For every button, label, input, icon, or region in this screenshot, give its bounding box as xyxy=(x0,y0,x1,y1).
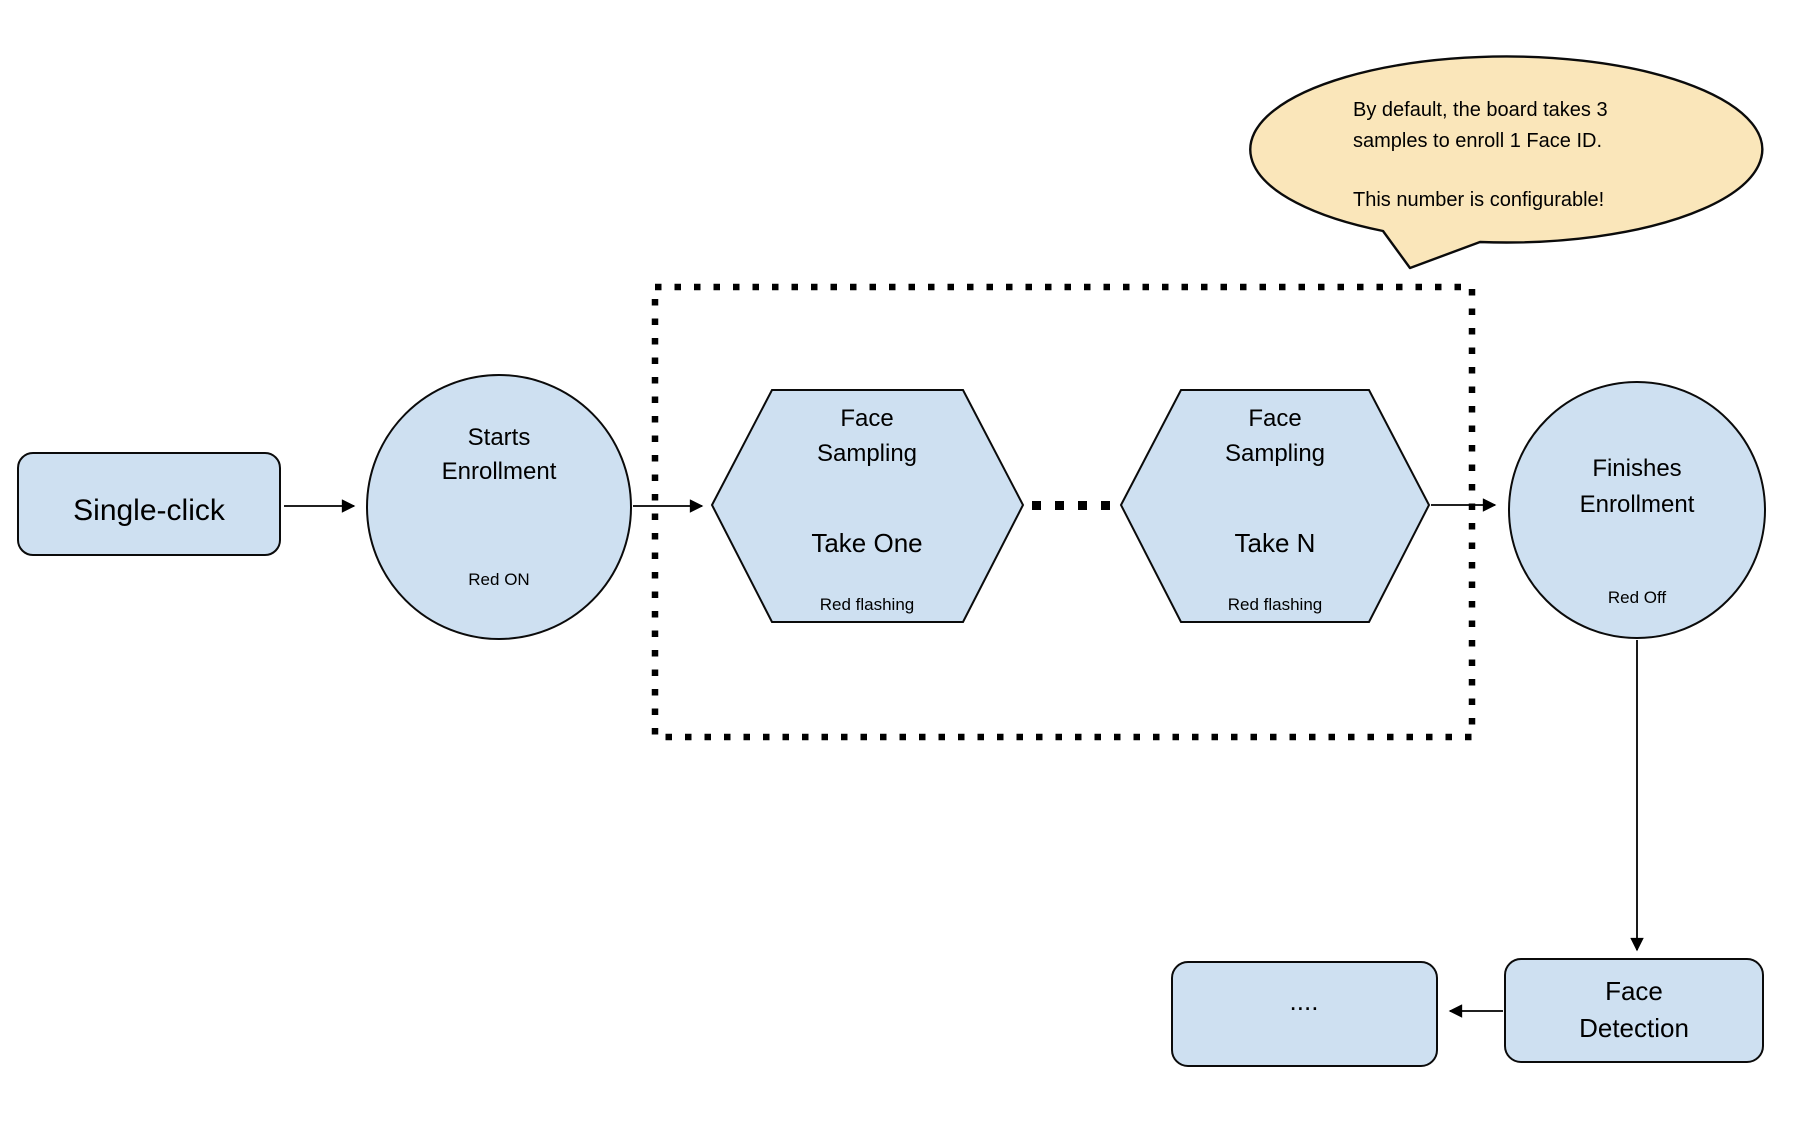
face-sampling-one-title-line2: Sampling xyxy=(817,440,917,467)
node-single-click: Single-click xyxy=(17,452,281,556)
starts-enrollment-title-line2: Enrollment xyxy=(442,458,557,485)
face-sampling-n-title-line2: Sampling xyxy=(1225,440,1325,467)
finishes-enrollment-title-line2: Enrollment xyxy=(1580,491,1695,518)
face-sampling-one-title-line1: Face xyxy=(840,405,893,432)
repetition-dots xyxy=(1032,501,1110,510)
repetition-dot xyxy=(1032,501,1041,510)
face-detection-box xyxy=(1504,958,1764,1063)
face-sampling-n-take-label: Take N xyxy=(1235,528,1316,558)
node-finishes-enrollment: Finishes Enrollment Red Off xyxy=(1508,381,1766,639)
node-continuation: .... xyxy=(1171,961,1438,1067)
node-face-sampling-take-n: Face Sampling Take N Red flashing xyxy=(1119,389,1431,623)
starts-enrollment-title-line1: Starts xyxy=(468,424,531,451)
face-sampling-one-hexagon xyxy=(710,389,1025,623)
callout-text-line2: samples to enroll 1 Face ID. xyxy=(1353,130,1602,152)
face-sampling-one-take-label: Take One xyxy=(811,528,922,558)
face-sampling-n-status: Red flashing xyxy=(1228,595,1323,614)
repetition-dot xyxy=(1078,501,1087,510)
callout-text-line3: This number is configurable! xyxy=(1353,189,1604,211)
callout-text-line1: By default, the board takes 3 xyxy=(1353,99,1608,121)
node-face-sampling-take-one: Face Sampling Take One Red flashing xyxy=(710,389,1025,623)
finishes-enrollment-status: Red Off xyxy=(1608,588,1667,607)
single-click-label: Single-click xyxy=(73,494,226,527)
finishes-enrollment-circle xyxy=(1508,381,1766,639)
starts-enrollment-circle xyxy=(366,374,632,640)
face-sampling-one-status: Red flashing xyxy=(820,595,915,614)
face-detection-title-line2: Detection xyxy=(1579,1013,1689,1043)
continuation-label: .... xyxy=(1290,986,1319,1016)
callout-bubble-shape xyxy=(1249,55,1764,270)
starts-enrollment-status: Red ON xyxy=(468,570,529,589)
continuation-box xyxy=(1171,961,1438,1067)
face-sampling-n-hexagon xyxy=(1119,389,1431,623)
node-starts-enrollment: Starts Enrollment Red ON xyxy=(366,374,632,640)
callout-bubble: By default, the board takes 3 samples to… xyxy=(1249,55,1764,270)
face-sampling-n-title-line1: Face xyxy=(1248,405,1301,432)
finishes-enrollment-title-line1: Finishes xyxy=(1592,455,1681,482)
repetition-dot xyxy=(1055,501,1064,510)
repetition-dot xyxy=(1101,501,1110,510)
node-face-detection: Face Detection xyxy=(1504,958,1764,1063)
face-detection-title-line1: Face xyxy=(1605,976,1663,1006)
single-click-box xyxy=(17,452,281,556)
